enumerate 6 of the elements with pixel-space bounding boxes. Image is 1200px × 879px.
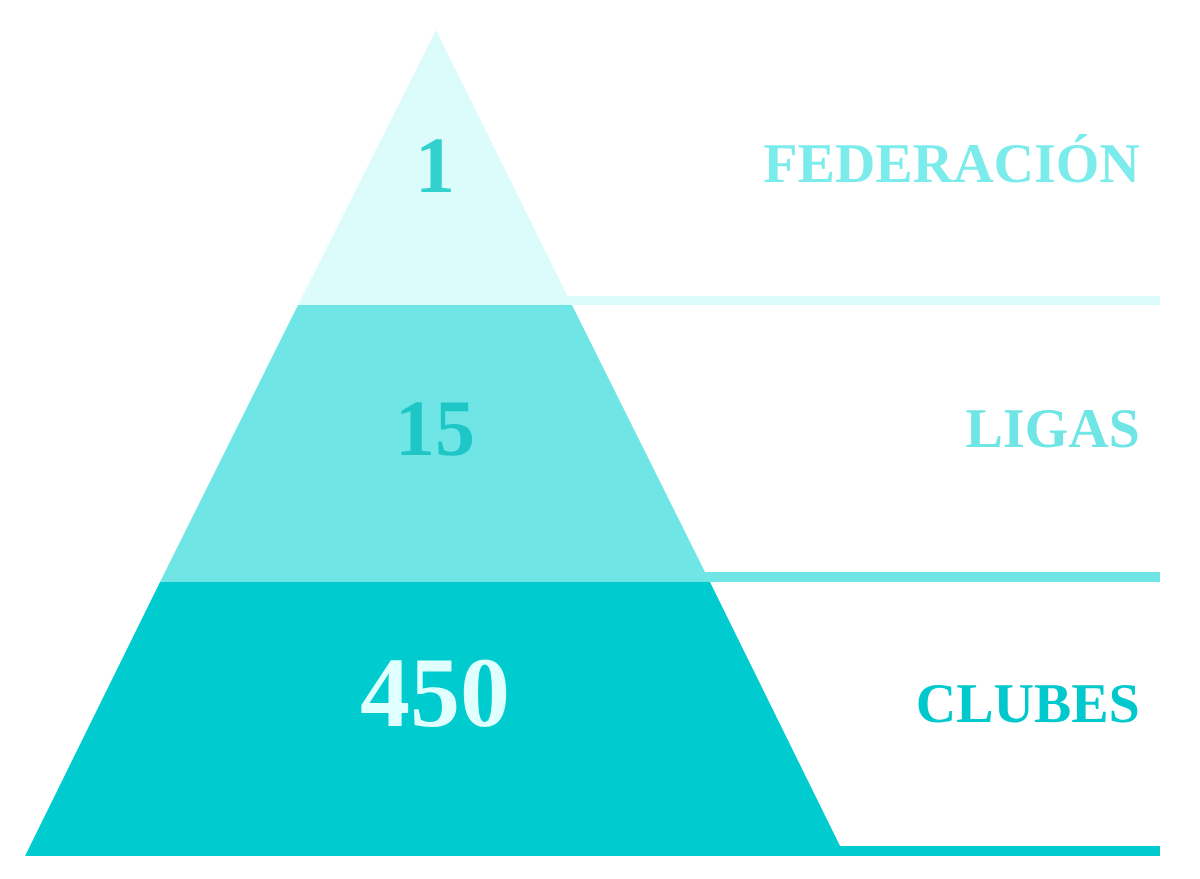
tier-label: FEDERACIÓN — [764, 133, 1140, 183]
tier-label: LIGAS — [966, 409, 1138, 448]
pyramid-tier: 450 — [25, 582, 845, 856]
tier-label: CLUBES — [918, 684, 1138, 723]
pyramid-tier: 15 — [160, 305, 710, 582]
pyramid-tier: 1 — [298, 30, 572, 305]
